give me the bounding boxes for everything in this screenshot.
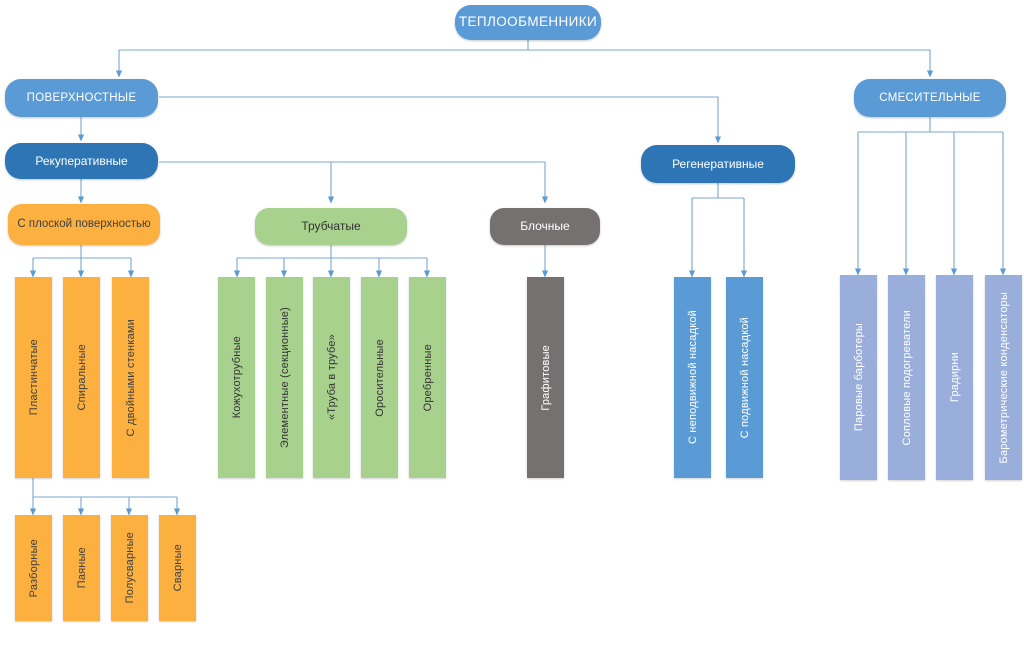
leaf-nozzle-heaters[interactable]: Сопловые подогреватели: [888, 275, 925, 480]
leaf-barometric-condensers-label: Барометрические конденсаторы: [997, 291, 1010, 464]
node-recuperative-label: Рекуперативные: [35, 153, 128, 168]
node-surface[interactable]: ПОВЕРХНОСТНЫЕ: [5, 79, 158, 117]
leaf-element-sectional-label: Элементные (секционные): [278, 306, 291, 449]
leaf-element-sectional[interactable]: Элементные (секционные): [266, 277, 303, 478]
leaf-welded-label: Сварные: [171, 544, 184, 592]
node-tubular[interactable]: Трубчатые: [255, 208, 407, 245]
leaf-plate-label: Пластинчатые: [27, 339, 40, 416]
leaf-plate[interactable]: Пластинчатые: [15, 277, 52, 478]
leaf-tube-in-tube[interactable]: «Труба в трубе»: [313, 277, 350, 478]
leaf-nozzle-heaters-label: Сопловые подогреватели: [900, 309, 913, 446]
leaf-demountable[interactable]: Разборные: [15, 515, 52, 621]
node-regenerative[interactable]: Регенеративные: [641, 145, 795, 183]
leaf-cooling-towers[interactable]: Градирни: [936, 275, 973, 480]
leaf-finned[interactable]: Оребренные: [409, 277, 446, 478]
leaf-tube-in-tube-label: «Труба в трубе»: [325, 334, 338, 421]
node-flat-surface-label: С плоской поверхностью: [17, 218, 151, 231]
leaf-moving-packing[interactable]: С подвижной насадкой: [726, 277, 763, 478]
leaf-semi-welded[interactable]: Полусварные: [111, 515, 148, 621]
leaf-fixed-packing[interactable]: С неподвижной насадкой: [674, 277, 711, 478]
leaf-double-wall-label: С двойными стенками: [124, 318, 137, 437]
leaf-graphite[interactable]: Графитовые: [527, 277, 564, 478]
node-recuperative[interactable]: Рекуперативные: [5, 143, 158, 179]
leaf-shell-and-tube-label: Кожухотрубные: [230, 336, 243, 419]
node-mixing[interactable]: СМЕСИТЕЛЬНЫЕ: [854, 79, 1006, 117]
leaf-brazed-label: Паяные: [75, 547, 88, 589]
leaf-fixed-packing-label: С неподвижной насадкой: [686, 310, 699, 445]
leaf-cooling-towers-label: Градирни: [948, 352, 961, 403]
leaf-steam-bubblers[interactable]: Паровые барботеры: [840, 275, 877, 480]
node-block[interactable]: Блочные: [490, 208, 600, 245]
leaf-brazed[interactable]: Паяные: [63, 515, 100, 621]
node-root[interactable]: ТЕПЛООБМЕННИКИ: [455, 5, 601, 40]
node-root-label: ТЕПЛООБМЕННИКИ: [458, 14, 598, 30]
leaf-graphite-label: Графитовые: [539, 344, 552, 411]
node-block-label: Блочные: [520, 219, 570, 234]
leaf-welded[interactable]: Сварные: [159, 515, 196, 621]
node-flat-surface[interactable]: С плоской поверхностью: [8, 204, 160, 245]
node-surface-label: ПОВЕРХНОСТНЫЕ: [26, 91, 137, 104]
leaf-double-wall[interactable]: С двойными стенками: [112, 277, 149, 478]
leaf-finned-label: Оребренные: [421, 343, 434, 412]
node-tubular-label: Трубчатые: [301, 219, 361, 234]
leaf-demountable-label: Разборные: [27, 538, 40, 598]
leaf-irrigation-label: Оросительные: [373, 338, 386, 417]
leaf-spiral-label: Спиральные: [75, 344, 88, 411]
leaf-irrigation[interactable]: Оросительные: [361, 277, 398, 478]
leaf-steam-bubblers-label: Паровые барботеры: [852, 323, 865, 432]
leaf-shell-and-tube[interactable]: Кожухотрубные: [218, 277, 255, 478]
node-regenerative-label: Регенеративные: [672, 156, 764, 171]
node-mixing-label: СМЕСИТЕЛЬНЫЕ: [879, 91, 981, 104]
leaf-spiral[interactable]: Спиральные: [63, 277, 100, 478]
leaf-moving-packing-label: С подвижной насадкой: [738, 316, 751, 439]
leaf-semi-welded-label: Полусварные: [123, 532, 136, 604]
leaf-barometric-condensers[interactable]: Барометрические конденсаторы: [985, 275, 1022, 480]
